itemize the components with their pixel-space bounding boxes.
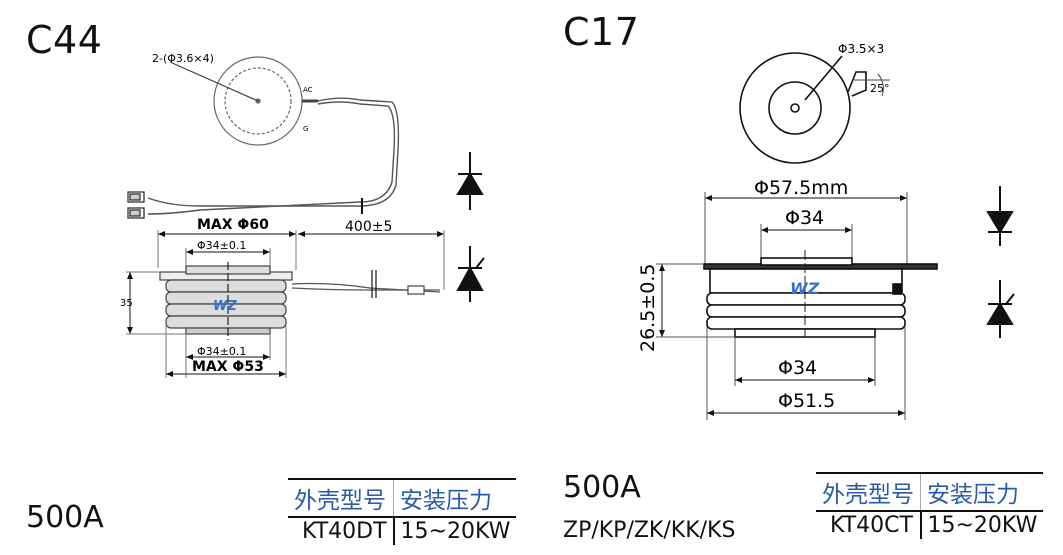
right-top-contact-label: Φ34 (785, 207, 824, 229)
left-table-model: KT40DT (288, 517, 395, 545)
right-package-code: C17 (563, 10, 640, 54)
left-diode-symbol (456, 152, 484, 210)
right-height-label: 26.5±0.5 (637, 264, 659, 352)
left-height-label: 35 (120, 298, 133, 309)
left-current-rating: 500A (26, 500, 104, 535)
right-holes-label: Φ3.5×3 (838, 42, 884, 56)
right-side-view (703, 250, 938, 340)
right-top-view (739, 52, 890, 164)
right-table-pressure: 15~20KW (927, 513, 1038, 538)
left-lead-ac: AC (303, 86, 313, 94)
left-top-contact-label: Φ34±0.1 (197, 239, 246, 252)
left-lead-g: G (303, 125, 308, 133)
right-table-header-model: 外壳型号 (816, 472, 921, 512)
left-lead-wires (147, 97, 400, 215)
left-package-code: C44 (26, 18, 103, 62)
left-table-header-model: 外壳型号 (288, 478, 395, 518)
right-current-rating: 500A (563, 470, 641, 505)
right-table-header-pressure: 安装压力 (920, 472, 1044, 512)
left-lead-length-label: 400±5 (345, 219, 392, 235)
right-device-types: ZP/KP/ZK/KK/KS (563, 518, 736, 543)
right-base-label: Φ51.5 (778, 390, 835, 412)
left-logo: WZ (213, 299, 237, 314)
left-table-pressure: 15~20KW (400, 519, 511, 544)
right-spec-table: 外壳型号 安装压力 KT40CT 15~20KW (816, 472, 1044, 539)
right-angle-label: 25° (870, 82, 890, 95)
left-spec-table: 外壳型号 安装压力 KT40DT 15~20KW (288, 478, 517, 545)
left-max-outer-label: MAX Φ60 (197, 217, 269, 233)
left-side-view (159, 262, 441, 340)
left-thyristor-symbol (456, 246, 485, 302)
left-holes-label: 2-(Φ3.6×4) (152, 52, 214, 65)
right-outer-label: Φ57.5mm (754, 177, 848, 199)
right-logo: WZ (790, 279, 820, 298)
right-thyristor-symbol (986, 280, 1015, 338)
left-max-base-label: MAX Φ53 (192, 359, 264, 375)
right-diode-symbol (986, 186, 1014, 246)
right-bottom-contact-label: Φ34 (778, 357, 817, 379)
left-terminal-connectors (127, 191, 145, 219)
right-table-model: KT40CT (816, 511, 922, 539)
left-bottom-contact-label: Φ34±0.1 (197, 345, 246, 358)
left-table-header-pressure: 安装压力 (393, 478, 517, 518)
left-top-view (169, 56, 318, 146)
